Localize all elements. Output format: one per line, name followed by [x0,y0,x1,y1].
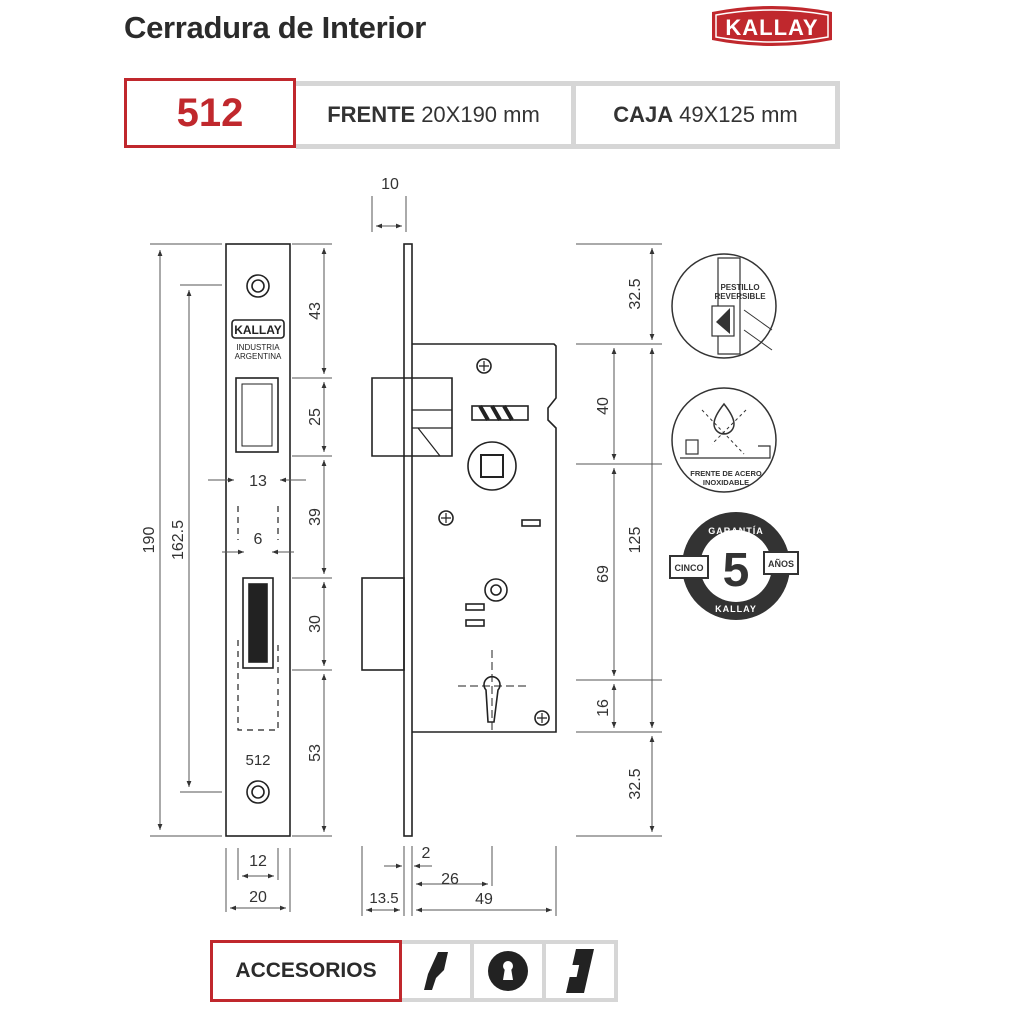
case-screw-3 [534,710,550,726]
screw-hole-top [246,274,270,298]
dim-case-69: 69 [595,565,612,583]
badge-reversible-line-2: REVERSIBLE [714,292,766,301]
handle-icon [424,952,448,990]
warranty-right: AÑOS [768,559,794,569]
latch-bolt [371,377,453,457]
kallay-logo: KALLAY [712,6,832,46]
dim-latch-width: 13 [249,473,267,490]
dim-bottom-inner: 12 [249,853,267,870]
case-screw-2 [438,510,454,526]
badge-reversible [671,253,777,359]
keyhole-side [483,675,501,723]
frente-label: FRENTE [327,102,416,127]
plate-text-1: INDUSTRIA [236,343,280,352]
dim-case-16: 16 [595,699,612,717]
accessory-strike [546,940,618,1002]
front-plate [225,243,291,837]
badge-reversible-line-1: PESTILLO [720,283,759,292]
dim-bottom-2: 2 [422,845,431,862]
side-view [361,243,557,837]
keyhole-icon [488,951,528,991]
bolt-area [237,506,279,731]
dim-case-40: 40 [595,397,612,415]
badge-steel [671,387,777,493]
badge-steel-line-2: INOXIDABLE [703,478,749,487]
latch-window [235,377,279,453]
dim-bottom-49: 49 [475,891,493,908]
dim-inner-height: 162.5 [170,520,187,560]
dim-bottom-26: 26 [441,871,459,888]
accessory-handle [402,940,474,1002]
dim-seg-43: 43 [307,302,324,320]
deadbolt-window [242,577,274,669]
plate-logo [231,319,285,339]
page-title: Cerradura de Interior [124,10,427,45]
screw-hole-bottom [246,780,270,804]
spec-caja: CAJA 49X125 mm [576,81,840,149]
spec-bar: CAJA 49X125 mm FRENTE 20X190 mm 512 [124,78,840,154]
plate-number: 512 [245,752,270,769]
front-plate-view [225,243,291,837]
face-plate-side [403,243,413,837]
model-number: 512 [124,78,296,148]
badge-warranty [669,512,799,620]
frente-value: 20X190 mm [421,102,540,127]
dim-bottom-outer: 20 [249,889,267,906]
caja-value: 49X125 mm [679,102,798,127]
plate-text-2: ARGENTINA [235,352,282,361]
accessory-keyhole [474,940,546,1002]
dim-seg-30: 30 [307,615,324,633]
caja-label: CAJA [613,102,674,127]
warranty-bottom: KALLAY [715,604,757,614]
dim-total-height: 190 [141,527,158,554]
dim-bolt-width: 6 [254,531,263,548]
dim-case-height: 125 [627,527,644,554]
dim-case-bottom: 32.5 [627,768,644,799]
dim-seg-25: 25 [307,408,324,426]
follower-hub [467,441,517,491]
badge-steel-line-1: FRENTE DE ACERO [690,469,762,478]
dim-seg-53: 53 [307,744,324,762]
spec-frente: FRENTE 20X190 mm [296,81,576,149]
dim-top-width: 10 [381,176,399,193]
deadbolt-side [361,577,405,671]
accessories-label: ACCESORIOS [210,940,402,1002]
strike-plate-icon [566,949,594,993]
warranty-number: 5 [723,544,750,597]
warranty-left: CINCO [675,563,704,573]
case-screw-1 [476,358,492,374]
logo-banner [712,6,832,46]
logo-text: KALLAY [725,15,818,40]
lock-case [412,343,557,733]
dim-bottom-13-5: 13.5 [369,890,398,907]
plate-brand: KALLAY [234,323,282,337]
dim-seg-39: 39 [307,508,324,526]
warranty-top: GARANTÍA [708,526,764,536]
dim-case-top: 32.5 [627,278,644,309]
